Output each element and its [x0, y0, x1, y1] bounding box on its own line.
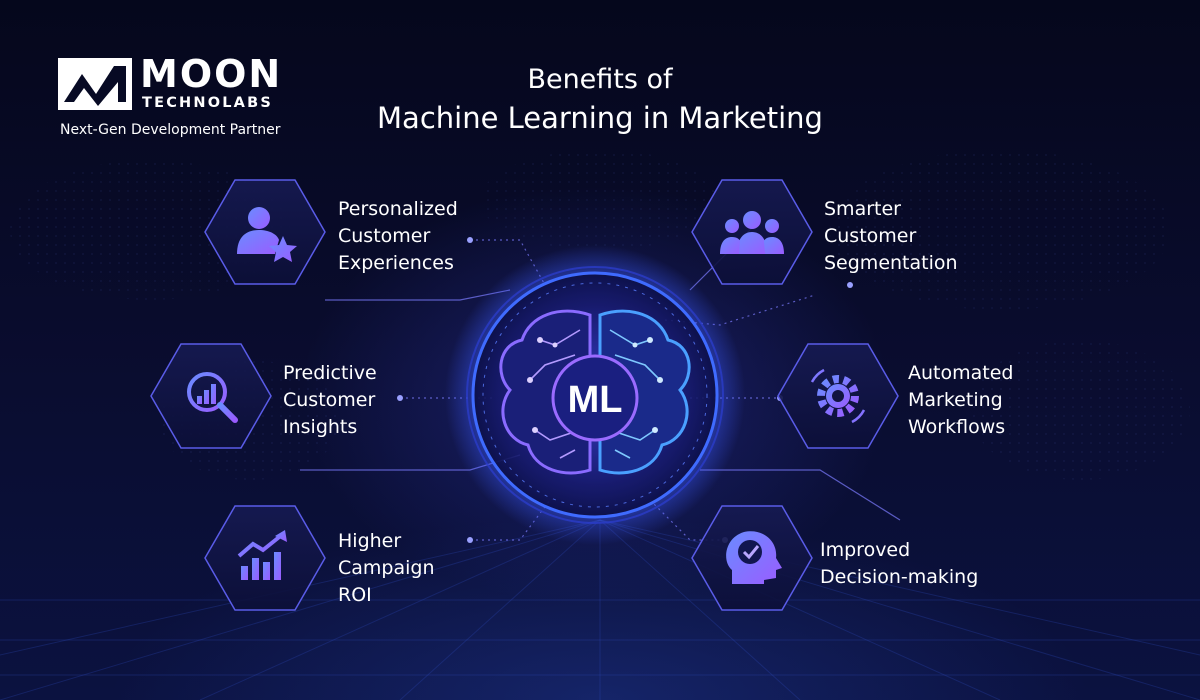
hex-automated — [777, 343, 899, 449]
benefit-label-personalized: Personalized Customer Experiences — [338, 196, 458, 277]
user-star-icon — [237, 207, 297, 262]
users-group-icon — [720, 211, 784, 254]
benefit-line: Workflows — [908, 416, 1006, 438]
brain-icon — [499, 309, 691, 475]
hex-predictive — [150, 343, 272, 449]
benefit-line: Decision-making — [820, 566, 979, 588]
growth-chart-icon — [237, 530, 287, 580]
benefit-label-segmentation: Smarter Customer Segmentation — [824, 196, 958, 277]
page-title: Benefits of Machine Learning in Marketin… — [300, 62, 900, 138]
benefit-line: Experiences — [338, 252, 454, 274]
benefit-line: Personalized — [338, 198, 458, 220]
benefit-line: Automated — [908, 362, 1014, 384]
benefit-line: Improved — [820, 539, 911, 561]
benefit-line: Segmentation — [824, 252, 958, 274]
benefit-line: Insights — [283, 416, 358, 438]
benefit-line: Smarter — [824, 198, 901, 220]
title-line-1: Benefits of — [527, 64, 673, 95]
head-check-icon — [726, 531, 782, 584]
brand-sub: TECHNOLABS — [142, 95, 273, 111]
benefit-line: Higher — [338, 530, 402, 552]
hex-personalized — [204, 179, 326, 285]
ml-core: ML — [445, 245, 745, 545]
hex-roi — [204, 505, 326, 611]
benefit-line: Campaign — [338, 557, 435, 579]
hex-decision — [691, 505, 813, 611]
benefit-label-roi: Higher Campaign ROI — [338, 528, 435, 609]
ml-label: ML — [568, 379, 623, 421]
connector-decision-2 — [700, 469, 901, 521]
hex-segmentation — [691, 179, 813, 285]
benefit-line: Customer — [283, 389, 376, 411]
benefit-line: Customer — [824, 225, 917, 247]
brand-logo-icon — [58, 58, 132, 110]
benefit-line: Customer — [338, 225, 431, 247]
title-line-2: Machine Learning in Marketing — [377, 101, 823, 135]
benefit-label-decision: Improved Decision-making — [820, 537, 978, 591]
brand-tagline: Next-Gen Development Partner — [60, 122, 281, 138]
brand-name: MOON — [140, 52, 283, 96]
chart-search-icon — [187, 372, 238, 423]
benefit-line: Marketing — [908, 389, 1003, 411]
benefit-line: ROI — [338, 584, 372, 606]
benefit-label-predictive: Predictive Customer Insights — [283, 360, 377, 441]
ml-badge — [551, 354, 639, 442]
gear-icon — [810, 368, 866, 424]
floor-grid — [0, 519, 1200, 700]
connector-roi-2 — [470, 499, 551, 541]
benefit-line: Predictive — [283, 362, 377, 384]
benefit-label-automated: Automated Marketing Workflows — [908, 360, 1013, 441]
